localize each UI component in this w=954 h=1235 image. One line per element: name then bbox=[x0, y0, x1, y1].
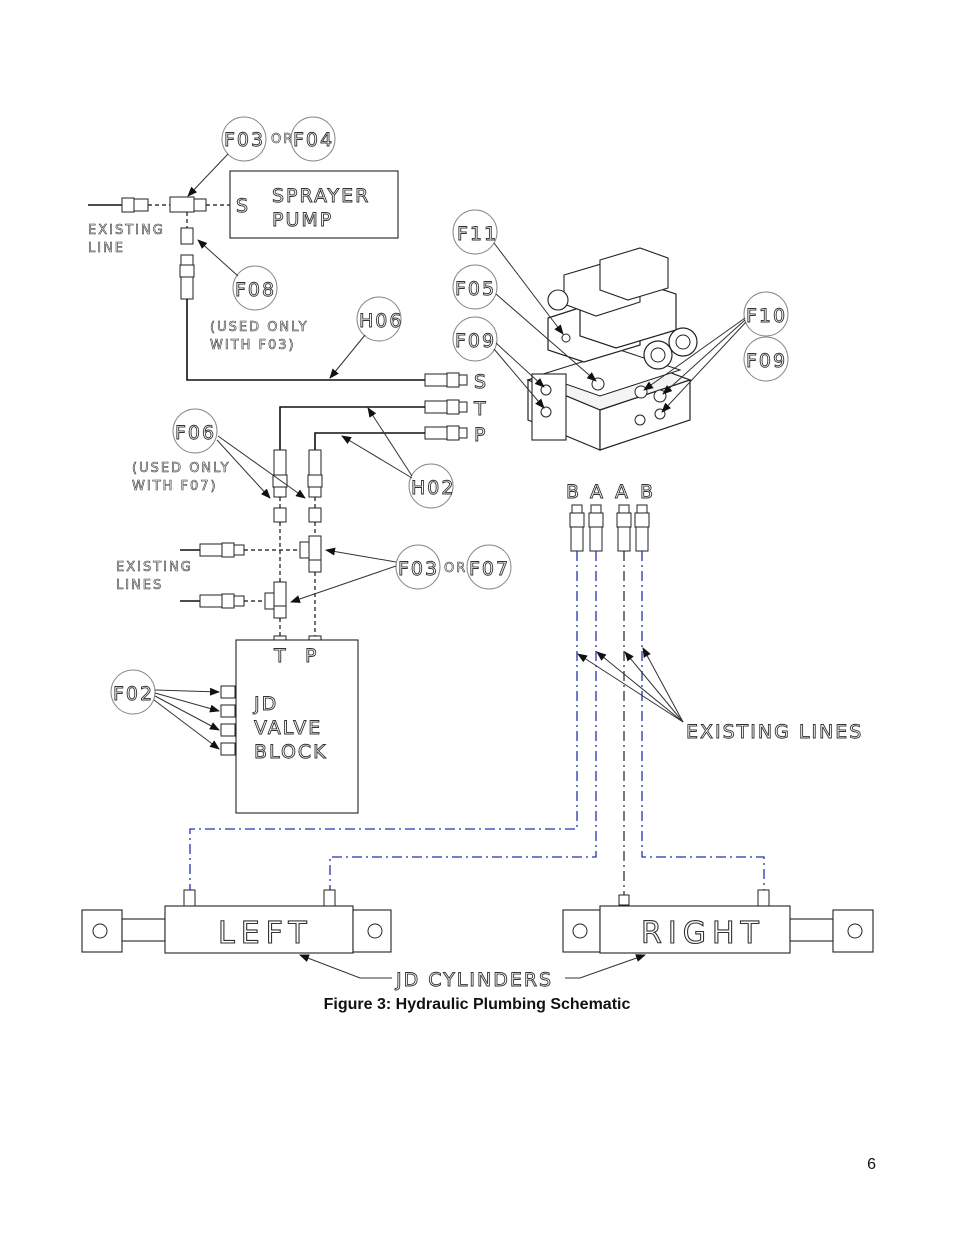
tee-fittings bbox=[180, 522, 322, 636]
sprayer-pump-label-2: PUMP bbox=[272, 209, 333, 231]
h06-label: H06 bbox=[359, 310, 403, 332]
f09-callout-left: F09 bbox=[452, 316, 545, 409]
port-t-label: T bbox=[473, 398, 488, 420]
h02-label: H02 bbox=[411, 477, 455, 499]
figure-caption: Figure 3: Hydraulic Plumbing Schematic bbox=[323, 996, 631, 1013]
jd-valve-label-2: VALVE bbox=[254, 717, 322, 739]
existing-line-left-fittings bbox=[88, 196, 232, 300]
jd-valve-block: T P JD VALVE BLOCK bbox=[220, 635, 359, 814]
f10-label: F10 bbox=[746, 305, 787, 327]
f11-label: F11 bbox=[457, 223, 498, 245]
f08-label: F08 bbox=[235, 279, 276, 301]
port-p-label: P bbox=[474, 424, 487, 446]
f09-label-left: F09 bbox=[455, 330, 496, 352]
f10-f09-callout-right: F10 F09 bbox=[643, 291, 789, 413]
right-cylinder-label: RIGHT bbox=[641, 916, 765, 951]
f04-label: F04 bbox=[293, 129, 334, 151]
page-number: 6 bbox=[867, 1156, 876, 1173]
f02-callout: F02 bbox=[110, 669, 220, 750]
existing-lines-text-1: EXISTING bbox=[116, 560, 193, 575]
f03-or-f07-callout: F03 OR F07 bbox=[290, 544, 512, 603]
pump-port-label: S bbox=[236, 195, 250, 217]
existing-lines-callout bbox=[577, 647, 684, 723]
h02-callout: H02 bbox=[341, 407, 455, 509]
existing-line-text-1: EXISTING bbox=[88, 223, 165, 238]
or-label: OR bbox=[271, 132, 294, 147]
col-a1-label: A bbox=[590, 481, 605, 503]
f03-label-2: F03 bbox=[398, 558, 439, 580]
valve-port-p-label: P bbox=[305, 645, 318, 667]
left-cylinder: LEFT bbox=[81, 889, 392, 954]
sprayer-pump: S SPRAYER PUMP bbox=[229, 170, 399, 239]
col-b1-label: B bbox=[566, 481, 581, 503]
f05-label: F05 bbox=[455, 278, 496, 300]
sprayer-pump-label-1: SPRAYER bbox=[272, 185, 370, 207]
f03-label: F03 bbox=[224, 129, 265, 151]
f02-label: F02 bbox=[113, 683, 154, 705]
used-only-f03-1: (USED ONLY bbox=[210, 320, 309, 335]
f06-callout: F06 bbox=[172, 408, 306, 499]
used-only-f07-2: WITH F07) bbox=[132, 479, 218, 494]
stp-end-fittings bbox=[424, 372, 468, 441]
left-cylinder-label: LEFT bbox=[218, 916, 313, 951]
or-label-2: OR bbox=[444, 561, 467, 576]
valve-port-t-label: T bbox=[273, 645, 288, 667]
f07-label: F07 bbox=[469, 558, 510, 580]
valve-assembly bbox=[526, 247, 698, 451]
jd-cylinders-label: JD CYLINDERS bbox=[395, 969, 553, 991]
used-only-f03-2: WITH F03) bbox=[210, 338, 296, 353]
f03-or-f04-callout: F03 OR F04 bbox=[187, 116, 336, 197]
col-b2-label: B bbox=[640, 481, 655, 503]
jd-cylinders-callout bbox=[299, 954, 646, 979]
col-a2-label: A bbox=[615, 481, 630, 503]
f05-callout: F05 bbox=[452, 264, 597, 382]
hose-end-fittings bbox=[569, 504, 650, 552]
existing-lines-text-2: LINES bbox=[116, 578, 163, 593]
port-s-label: S bbox=[474, 371, 488, 393]
h06-callout: H06 bbox=[329, 296, 403, 379]
f11-callout: F11 bbox=[452, 209, 564, 335]
jd-valve-label-1: JD bbox=[253, 693, 278, 715]
existing-lines-right-label: EXISTING LINES bbox=[686, 721, 863, 743]
existing-line-text-2: LINE bbox=[88, 241, 125, 256]
used-only-f07-1: (USED ONLY bbox=[132, 461, 231, 476]
jd-valve-label-3: BLOCK bbox=[254, 741, 328, 763]
f08-callout: F08 bbox=[197, 239, 278, 311]
f06-fittings bbox=[272, 449, 323, 523]
f09-label-right: F09 bbox=[746, 350, 787, 372]
f06-label: F06 bbox=[175, 422, 216, 444]
right-cylinder: RIGHT bbox=[562, 889, 874, 954]
